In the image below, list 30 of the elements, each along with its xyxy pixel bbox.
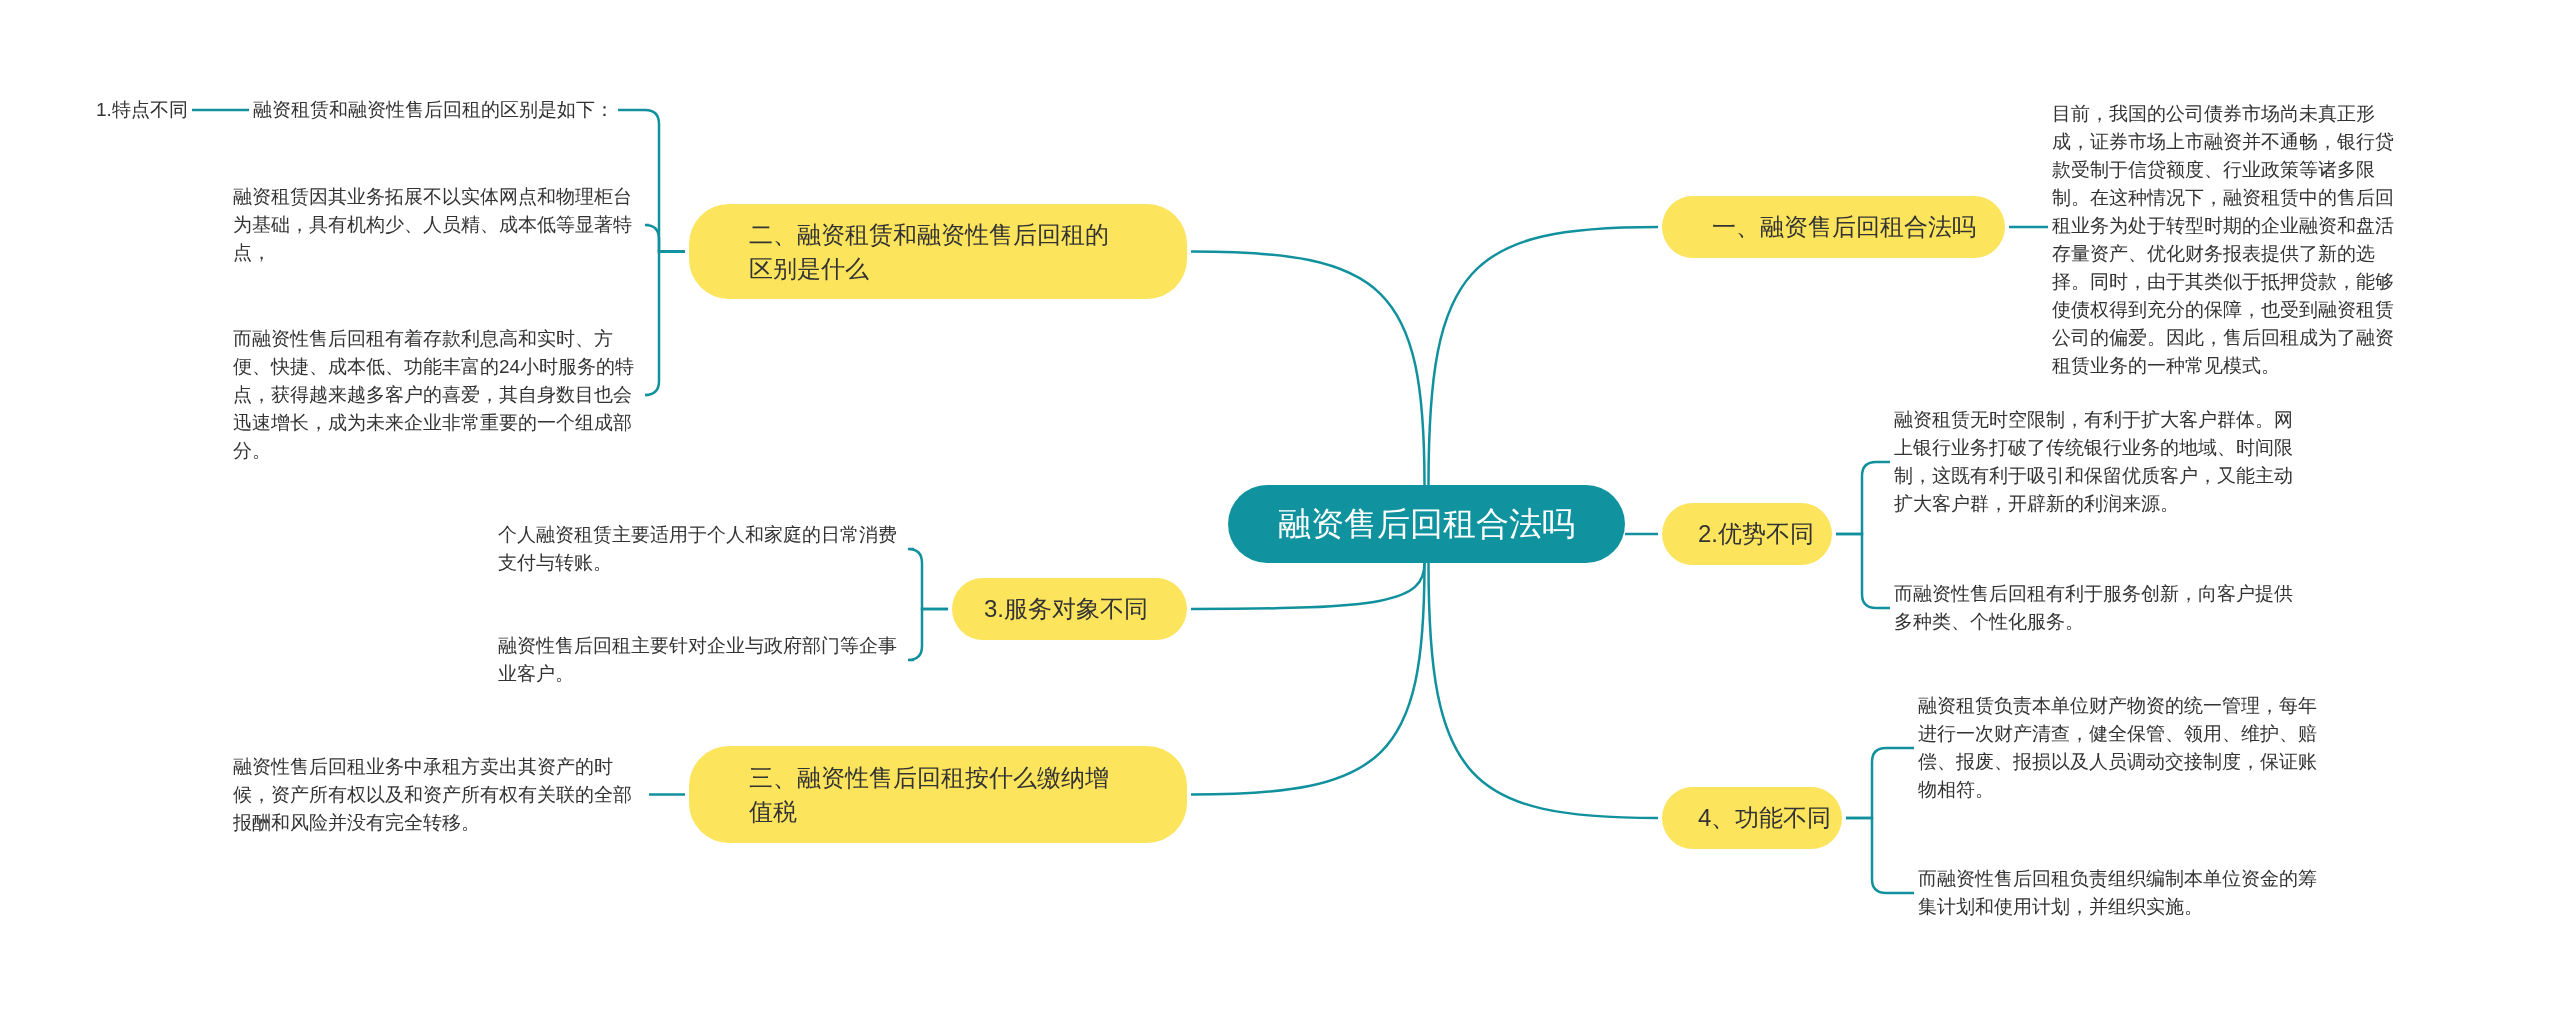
note-text: 个人融资租赁主要适用于个人和家庭的日常消费支付与转账。 — [498, 521, 910, 577]
connector-line — [906, 607, 948, 662]
connector-line — [643, 250, 685, 397]
connector-line — [1427, 225, 1659, 486]
connector-line — [649, 793, 685, 796]
connector-line — [1427, 562, 1659, 820]
note-text: 融资租赁无时空限制，有利于扩大客户群体。网上银行业务打破了传统银行业务的地域、时间限制，这既有利于吸引和保留优质客户，又能主动扩大客户群，开辟新的利润来源。 — [1894, 406, 2306, 518]
note-text: 目前，我国的公司债券市场尚未真正形成，证券市场上市融资并不通畅，银行贷款受制于信贷额度、行业政策等诸多限制。在这种情况下，融资租赁中的售后回租业务为处于转型时期的企业融资和盘活存量资产、优化财务报表提供了新的选择。同时，由于其类似于抵押贷款，能够使债权得到充分的保障，也受到融资租赁公司的偏爱。因此，售后回租成为了融资租赁业务的一种常见模式。 — [2052, 100, 2402, 380]
connector-line — [2009, 225, 2048, 229]
note-text: 融资性售后回租主要针对企业与政府部门等企事业客户。 — [498, 632, 910, 688]
connector-line — [1190, 562, 1426, 796]
note-text: 而融资性售后回租有利于服务创新，向客户提供多种类、个性化服务。 — [1894, 580, 2306, 636]
connector-line — [192, 108, 249, 112]
note-text: 融资租赁负责本单位财产物资的统一管理，每年进行一次财产清查，健全保管、领用、维护、赔偿、报废、报损以及人员调动交接制度，保证账物相符。 — [1918, 692, 2330, 804]
connector-line — [1846, 816, 1914, 895]
connector-line — [1625, 532, 1658, 536]
topic-pill: 三、融资性售后回租按什么缴纳增值税 — [689, 746, 1187, 843]
connector-line — [1190, 250, 1426, 486]
topic-pill: 3.服务对象不同 — [952, 578, 1187, 640]
note-text: 融资性售后回租业务中承租方卖出其资产的时候，资产所有权以及和资产所有权有关联的全部报酬和风险并没有完全转移。 — [233, 753, 645, 837]
central-topic: 融资售后回租合法吗 — [1228, 485, 1625, 563]
topic-pill: 4、功能不同 — [1662, 787, 1842, 849]
note-text: 而融资性售后回租负责组织编制本单位资金的筹集计划和使用计划，并组织实施。 — [1918, 865, 2330, 921]
note-text: 1.特点不同 — [96, 96, 188, 124]
topic-pill: 一、融资售后回租合法吗 — [1662, 196, 2005, 258]
note-text: 而融资性售后回租有着存款利息高和实时、方便、快捷、成本低、功能丰富的24小时服务的特点，获得越来越多客户的喜爱，其自身数目也会迅速增长，成为未来企业非常重要的一个组成部分。 — [233, 325, 645, 465]
topic-pill: 二、融资租赁和融资性售后回租的区别是什么 — [689, 204, 1187, 299]
note-text: 融资租赁因其业务拓展不以实体网点和物理柜台为基础，具有机构少、人员精、成本低等显著特点， — [233, 183, 645, 267]
note-text: 融资租赁和融资性售后回租的区别是如下： — [253, 96, 614, 124]
topic-pill: 2.优势不同 — [1662, 503, 1832, 565]
